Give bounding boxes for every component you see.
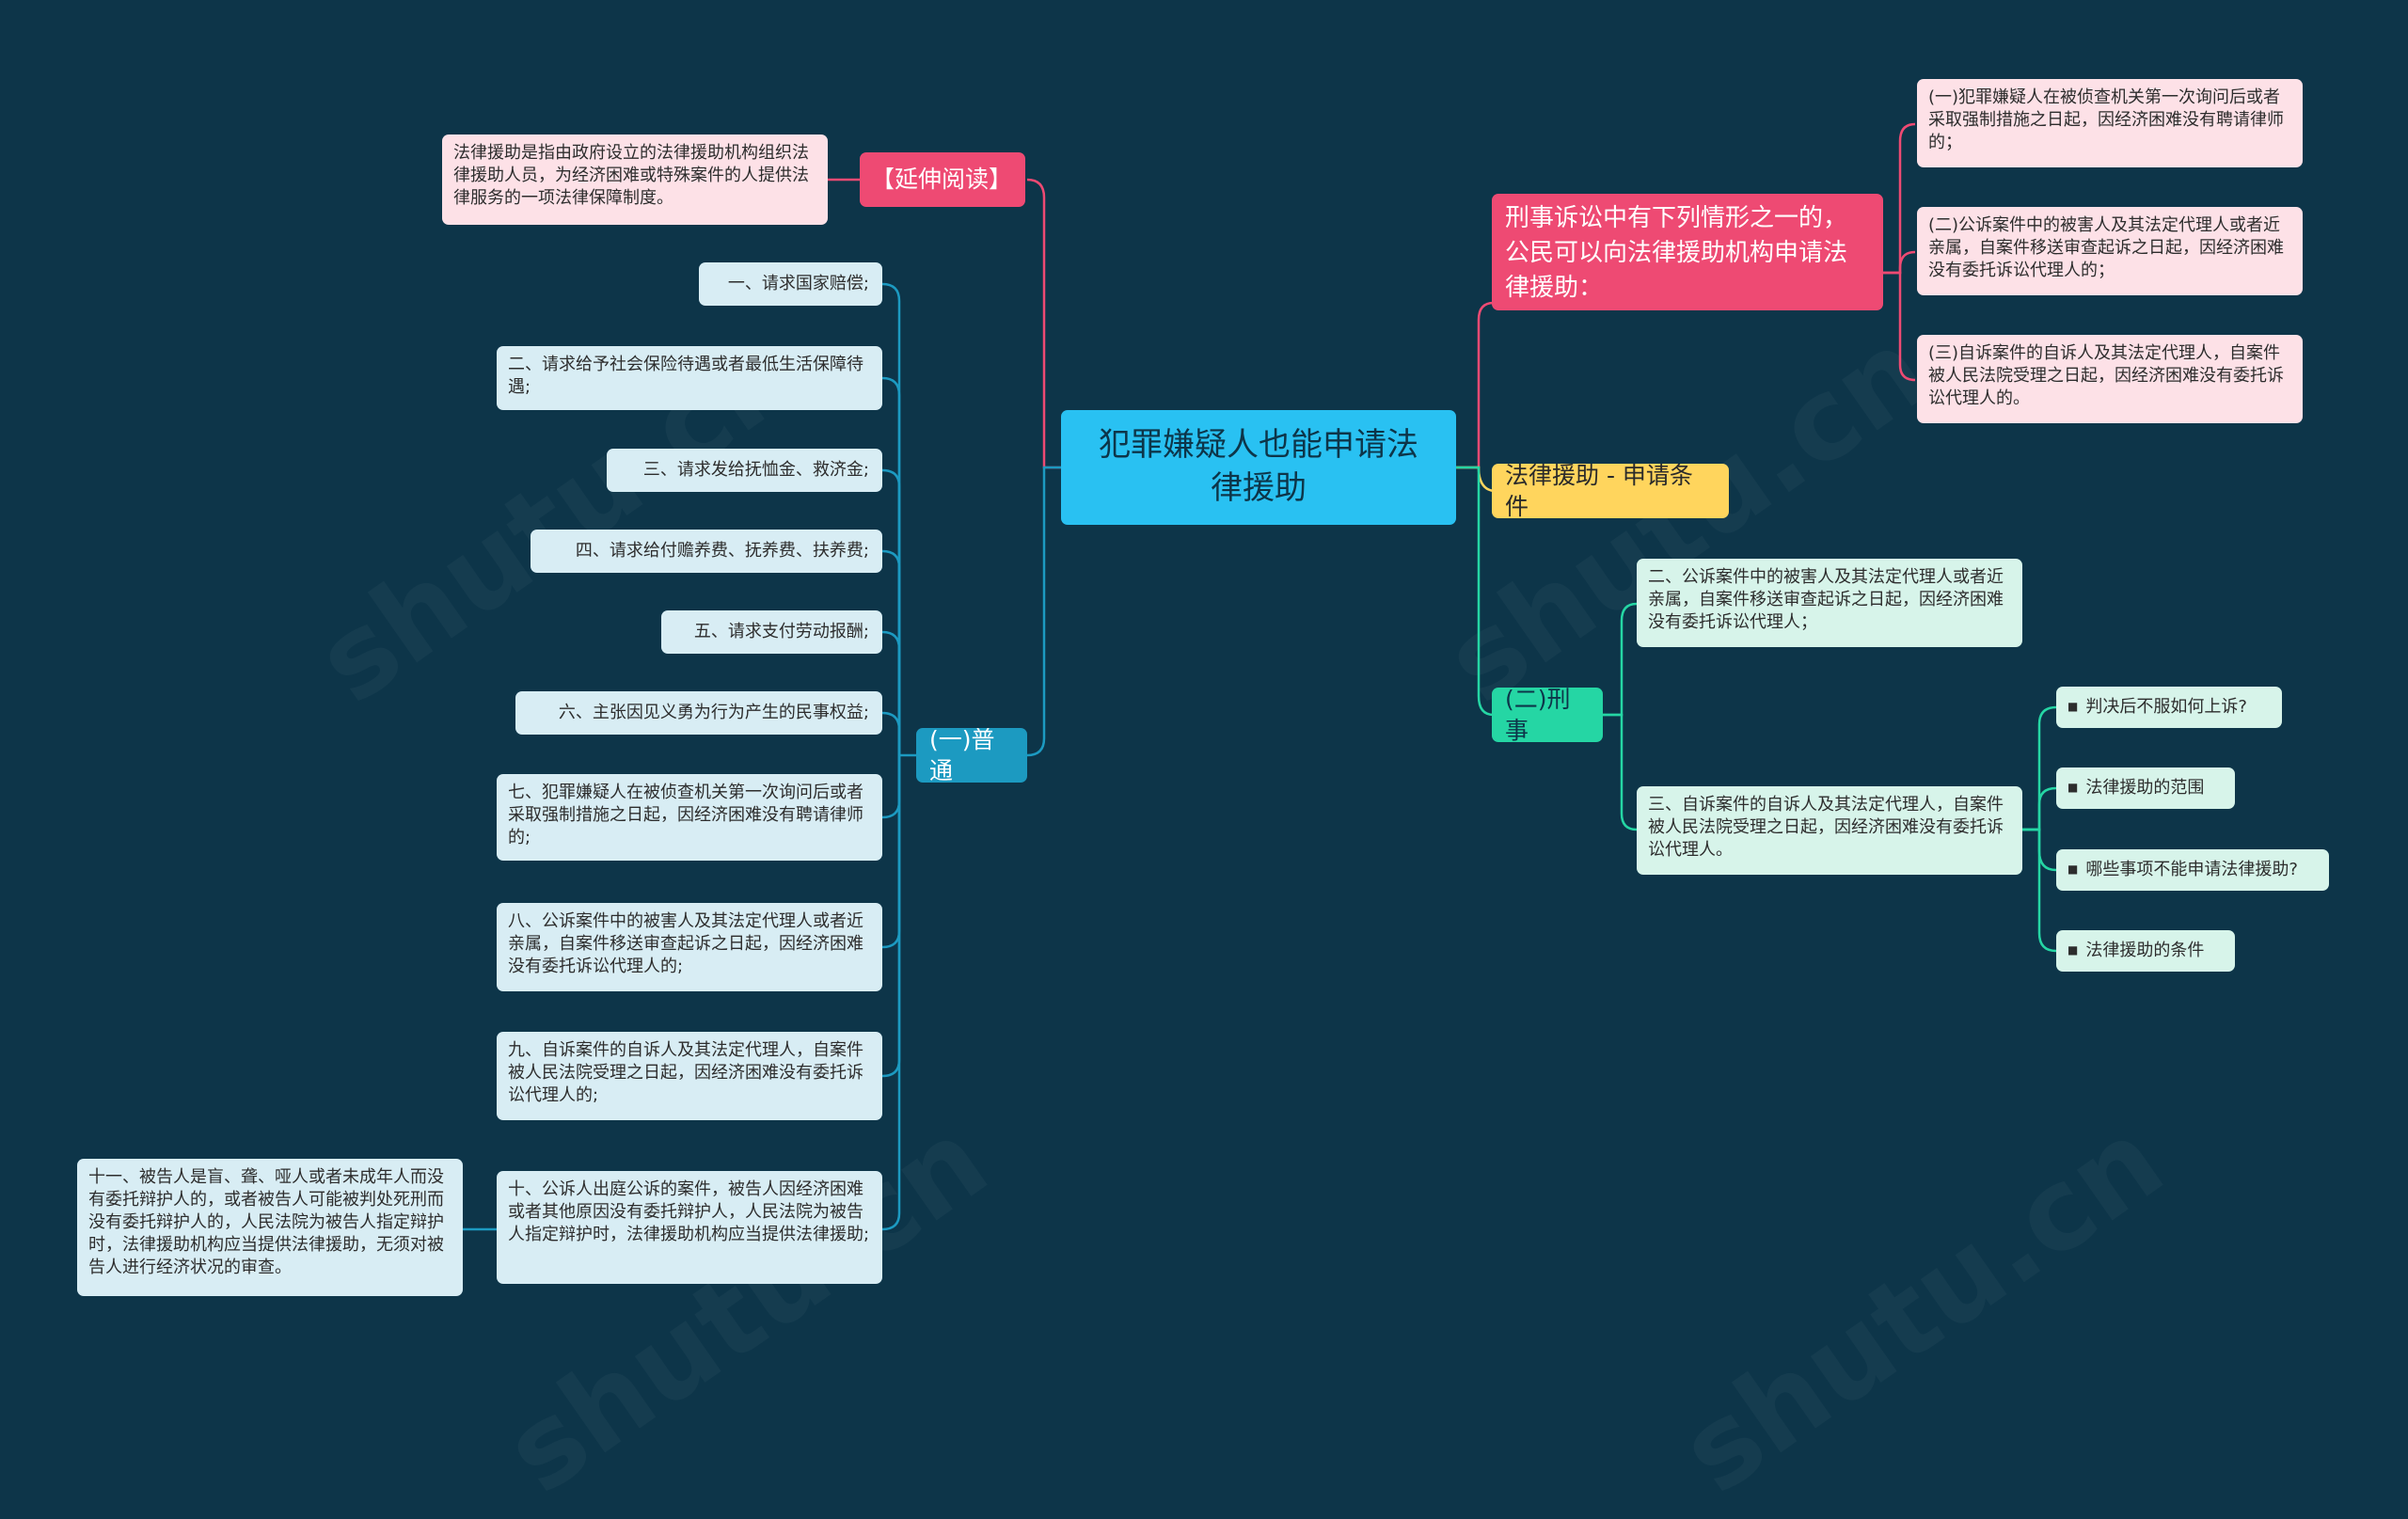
- link-cc-item1: [1881, 122, 1916, 275]
- link-crim-item3: [1603, 713, 1638, 831]
- link-cc-item3: [1881, 271, 1916, 382]
- general-item-11[interactable]: 十一、被告人是盲、聋、哑人或者未成年人而没有委托辩护人的，或者被告人可能被判处死…: [77, 1159, 463, 1296]
- link-related-2: [2022, 786, 2057, 831]
- general-item-text: 三、请求发给抚恤金、救济金;: [642, 460, 869, 481]
- criminal-node[interactable]: (二)刑事: [1492, 688, 1603, 742]
- general-item-9[interactable]: 九、自诉案件的自诉人及其法定代理人，自案件被人民法院受理之日起，因经济困难没有委…: [497, 1032, 882, 1120]
- general-item-1[interactable]: 一、请求国家赔偿;: [699, 262, 882, 306]
- extended-reading-node[interactable]: 【延伸阅读】: [860, 152, 1025, 207]
- general-item-text: 二、请求给予社会保险待遇或者最低生活保障待遇;: [508, 355, 863, 397]
- link-cc-item2: [1881, 250, 1916, 275]
- link-crim-item2: [1603, 602, 1638, 717]
- general-item-4[interactable]: 四、请求给付赡养费、抚养费、扶养费;: [531, 530, 882, 573]
- general-item-2[interactable]: 二、请求给予社会保险待遇或者最低生活保障待遇;: [497, 346, 882, 410]
- criminal-cases-item-2[interactable]: (二)公诉案件中的被害人及其法定代理人或者近亲属，自案件移送审查起诉之日起，因经…: [1917, 207, 2303, 295]
- general-item-7[interactable]: 七、犯罪嫌疑人在被侦查机关第一次询问后或者采取强制措施之日起，因经济困难没有聘请…: [497, 774, 882, 861]
- criminal-cases-item-text: (一)犯罪嫌疑人在被侦查机关第一次询问后或者采取强制措施之日起，因经济困难没有聘…: [1928, 87, 2284, 152]
- general-item-text: 十一、被告人是盲、聋、哑人或者未成年人而没有委托辩护人的，或者被告人可能被判处死…: [88, 1167, 444, 1277]
- general-label: (一)普通: [929, 728, 995, 783]
- root-title: 犯罪嫌疑人也能申请法律援助: [1099, 426, 1418, 507]
- extended-reading-definition[interactable]: 法律援助是指由政府设立的法律援助机构组织法律援助人员，为经济困难或特殊案件的人提…: [442, 134, 828, 225]
- criminal-cases-item-3[interactable]: (三)自诉案件的自诉人及其法定代理人，自案件被人民法院受理之日起，因经济困难没有…: [1917, 335, 2303, 423]
- general-item-text: 一、请求国家赔偿;: [727, 274, 869, 294]
- general-item-text: 五、请求支付劳动报酬;: [693, 622, 869, 642]
- general-item-text: 七、犯罪嫌疑人在被侦查机关第一次询问后或者采取强制措施之日起，因经济困难没有聘请…: [508, 783, 863, 847]
- link-root-criminal-cases: [1456, 301, 1495, 469]
- criminal-item-3[interactable]: 三、自诉案件的自诉人及其法定代理人，自案件被人民法院受理之日起，因经济困难没有委…: [1637, 786, 2022, 875]
- related-link-text: 法律援助的条件: [2085, 941, 2205, 961]
- bullet-icon: ■: [2067, 862, 2079, 877]
- general-item-8[interactable]: 八、公诉案件中的被害人及其法定代理人或者近亲属，自案件移送审查起诉之日起，因经济…: [497, 903, 882, 991]
- criminal-cases-node[interactable]: 刑事诉讼中有下列情形之一的，公民可以向法律援助机构申请法律援助：: [1492, 194, 1883, 310]
- general-item-text: 六、主张因见义勇为行为产生的民事权益;: [558, 703, 869, 723]
- general-item-6[interactable]: 六、主张因见义勇为行为产生的民事权益;: [515, 691, 882, 735]
- root-topic[interactable]: 犯罪嫌疑人也能申请法律援助: [1061, 410, 1456, 525]
- criminal-item-2[interactable]: 二、公诉案件中的被害人及其法定代理人或者近亲属，自案件移送审查起诉之日起，因经济…: [1637, 559, 2022, 647]
- related-link-4[interactable]: ■ 法律援助的条件: [2056, 930, 2235, 972]
- related-link-2[interactable]: ■ 法律援助的范围: [2056, 767, 2235, 809]
- related-link-3[interactable]: ■ 哪些事项不能申请法律援助?: [2056, 849, 2329, 891]
- bullet-icon: ■: [2067, 781, 2079, 795]
- link-root-extended: [1026, 178, 1061, 469]
- related-link-1[interactable]: ■ 判决后不服如何上诉?: [2056, 687, 2282, 728]
- connector-lines: [461, 122, 2057, 1231]
- extended-reading-label: 【延伸阅读】: [871, 166, 1013, 194]
- general-item-10[interactable]: 十、公诉人出庭公诉的案件，被告人因经济困难或者其他原因没有委托辩护人，人民法院为…: [497, 1171, 882, 1284]
- bullet-icon: ■: [2067, 943, 2079, 957]
- conditions-label: 法律援助 - 申请条件: [1505, 464, 1693, 518]
- related-link-text: 判决后不服如何上诉?: [2085, 697, 2247, 718]
- criminal-cases-item-1[interactable]: (一)犯罪嫌疑人在被侦查机关第一次询问后或者采取强制措施之日起，因经济困难没有聘…: [1917, 79, 2303, 167]
- criminal-label: (二)刑事: [1505, 688, 1571, 742]
- general-item-3[interactable]: 三、请求发给抚恤金、救济金;: [607, 449, 882, 492]
- link-root-conditions: [1456, 466, 1495, 493]
- link-related-1: [2022, 705, 2057, 831]
- general-item-text: 十、公诉人出庭公诉的案件，被告人因经济困难或者其他原因没有委托辩护人，人民法院为…: [508, 1179, 870, 1244]
- criminal-cases-label: 刑事诉讼中有下列情形之一的，公民可以向法律援助机构申请法律援助：: [1505, 204, 1848, 302]
- bullet-icon: ■: [2067, 700, 2079, 714]
- criminal-cases-item-text: (二)公诉案件中的被害人及其法定代理人或者近亲属，自案件移送审查起诉之日起，因经…: [1928, 215, 2284, 280]
- general-item-5[interactable]: 五、请求支付劳动报酬;: [661, 610, 882, 654]
- link-root-general: [1026, 466, 1061, 757]
- general-node[interactable]: (一)普通: [916, 728, 1027, 783]
- related-link-text: 哪些事项不能申请法律援助?: [2085, 860, 2298, 880]
- link-related-4: [2022, 828, 2057, 953]
- general-item-text: 九、自诉案件的自诉人及其法定代理人，自案件被人民法院受理之日起，因经济困难没有委…: [508, 1040, 863, 1105]
- related-link-text: 法律援助的范围: [2085, 778, 2205, 799]
- definition-text: 法律援助是指由政府设立的法律援助机构组织法律援助人员，为经济困难或特殊案件的人提…: [453, 143, 809, 208]
- conditions-node[interactable]: 法律援助 - 申请条件: [1492, 464, 1729, 518]
- link-root-criminal: [1456, 466, 1495, 717]
- criminal-item-text: 三、自诉案件的自诉人及其法定代理人，自案件被人民法院受理之日起，因经济困难没有委…: [1648, 795, 2004, 860]
- general-item-text: 四、请求给付赡养费、抚养费、扶养费;: [575, 541, 869, 562]
- criminal-cases-item-text: (三)自诉案件的自诉人及其法定代理人，自案件被人民法院受理之日起，因经济困难没有…: [1928, 343, 2284, 408]
- general-item-text: 八、公诉案件中的被害人及其法定代理人或者近亲属，自案件移送审查起诉之日起，因经济…: [508, 911, 863, 976]
- criminal-item-text: 二、公诉案件中的被害人及其法定代理人或者近亲属，自案件移送审查起诉之日起，因经济…: [1648, 567, 2004, 632]
